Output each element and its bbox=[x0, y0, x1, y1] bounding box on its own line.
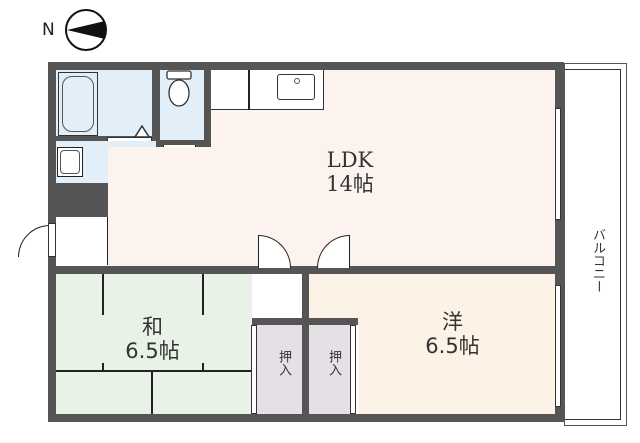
balcony-name: バルコニー bbox=[590, 228, 605, 293]
toilet-icon bbox=[166, 70, 192, 107]
washitsu-size: 6.5帖 bbox=[125, 339, 180, 364]
tatami-line bbox=[151, 370, 153, 414]
center-wall bbox=[302, 266, 309, 422]
north-label: N bbox=[42, 20, 55, 40]
youshitsu-label: 洋 6.5帖 bbox=[400, 310, 505, 358]
north-arrow-icon bbox=[65, 9, 107, 51]
closet-2-name: 押入 bbox=[326, 350, 341, 376]
closet-1-name: 押入 bbox=[276, 350, 291, 376]
closet-2-label: 押入 bbox=[318, 350, 341, 376]
hallway bbox=[252, 274, 304, 318]
ldk-room-lower bbox=[108, 147, 212, 266]
bath-wall bbox=[56, 136, 156, 141]
closet-2-door[interactable] bbox=[350, 325, 356, 414]
closet-2 bbox=[309, 325, 350, 414]
outer-wall bbox=[555, 62, 564, 422]
youshitsu-name: 洋 bbox=[442, 310, 463, 334]
ldk-size: 14帖 bbox=[326, 172, 374, 197]
entrance-door-frame bbox=[48, 223, 56, 257]
ldk-label: LDK 14帖 bbox=[300, 148, 400, 196]
tatami-line bbox=[56, 370, 252, 372]
washitsu-label: 和 6.5帖 bbox=[100, 315, 205, 364]
entrance-door[interactable] bbox=[18, 225, 50, 257]
toilet-bottom-wall bbox=[156, 140, 211, 147]
counter-divider bbox=[248, 70, 250, 110]
balcony bbox=[564, 63, 627, 426]
youshitsu-window[interactable] bbox=[555, 285, 561, 407]
kitchen-sink-icon bbox=[277, 74, 315, 100]
balcony-label: バルコニー bbox=[584, 228, 605, 293]
closet-2-wall bbox=[350, 318, 358, 325]
bathtub-icon bbox=[58, 72, 98, 136]
washitsu-name: 和 bbox=[142, 315, 163, 339]
compass: N bbox=[40, 8, 115, 52]
entrance bbox=[56, 217, 108, 265]
youshitsu-room bbox=[309, 274, 555, 318]
closet-1-label: 押入 bbox=[268, 350, 291, 376]
wash-basin-icon bbox=[57, 147, 83, 177]
youshitsu-room-lower bbox=[358, 318, 555, 414]
closet-1-door[interactable] bbox=[251, 325, 257, 414]
youshitsu-size: 6.5帖 bbox=[425, 334, 480, 359]
closet-1 bbox=[257, 325, 302, 414]
toilet-wall bbox=[204, 62, 211, 147]
triangle-mark-icon bbox=[134, 125, 150, 138]
outer-wall bbox=[48, 62, 564, 70]
ldk-name: LDK bbox=[326, 148, 374, 172]
bath-toilet-wall bbox=[152, 62, 160, 147]
ldk-window[interactable] bbox=[555, 108, 561, 220]
